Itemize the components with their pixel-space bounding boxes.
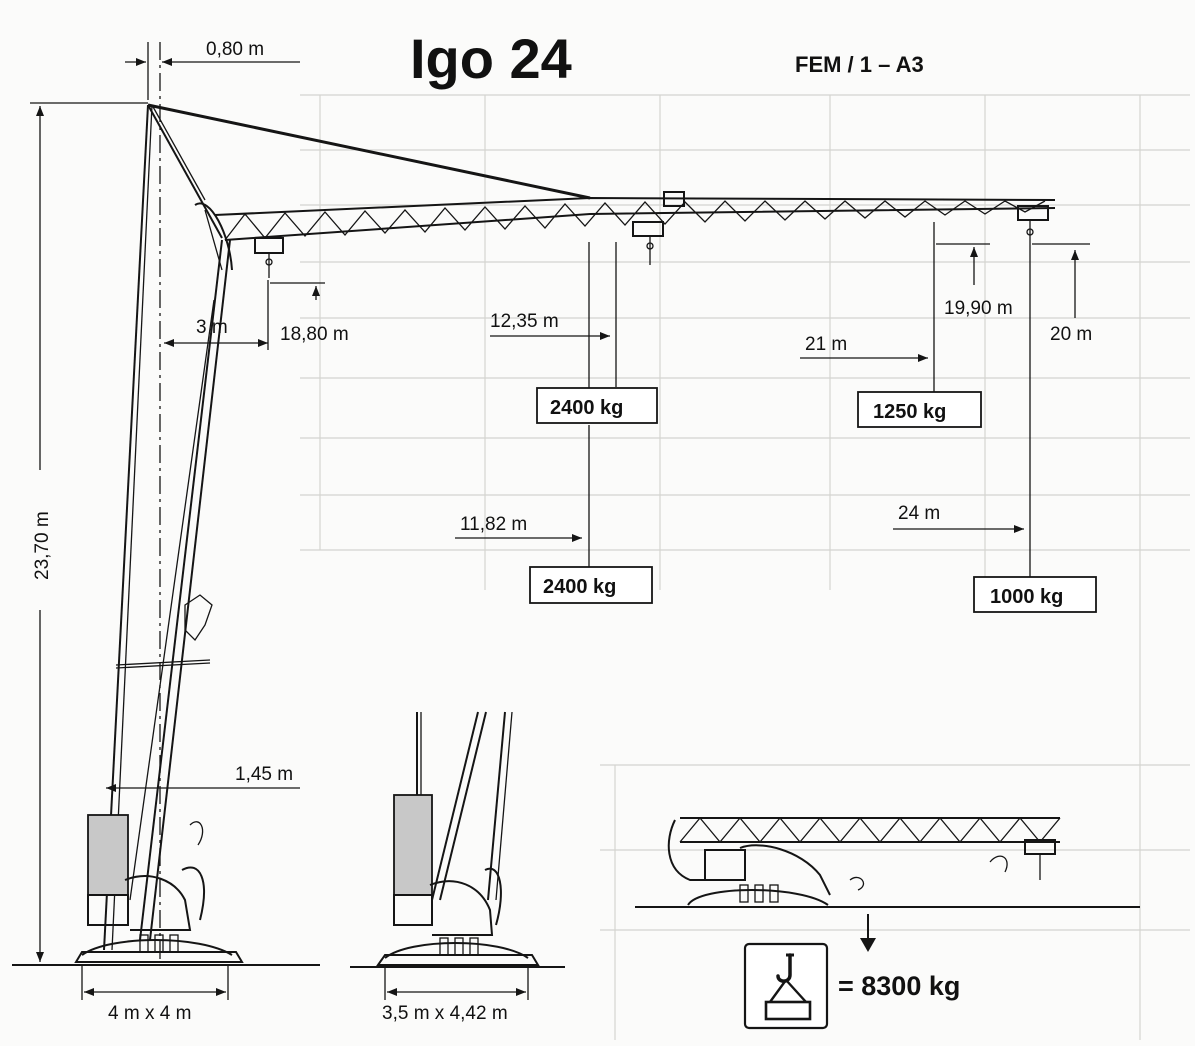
title: Igo 24: [410, 27, 572, 90]
compact-crane: [350, 711, 565, 968]
load-box-4: 1000 kg: [973, 576, 1097, 613]
main-crane: [12, 42, 1056, 966]
dim-hook-height-max: 20 m: [1050, 324, 1092, 345]
load-box-1: 2400 kg: [536, 387, 658, 424]
load-4-label: 1000 kg: [990, 586, 1063, 608]
ballast-block: [87, 814, 129, 896]
load-box-2: 2400 kg: [529, 566, 653, 604]
transport-crane: [635, 816, 1140, 952]
weight-arrow-icon: [860, 914, 876, 952]
background-grid: [300, 94, 1190, 1040]
dim-radius-2: 11,82 m: [460, 514, 527, 535]
dim-hook-height-3: 19,90 m: [944, 298, 1013, 319]
load-box-3: 1250 kg: [857, 391, 982, 428]
dim-radius-4: 24 m: [898, 503, 940, 524]
transport-weight: = 8300 kg: [838, 971, 960, 1001]
dimension-lines: [30, 42, 1090, 1000]
dim-mast-offset: 0,80 m: [206, 39, 264, 60]
dim-base-standard: 4 m x 4 m: [108, 1003, 191, 1024]
classification: FEM / 1 – A3: [795, 52, 924, 77]
dim-total-height: 23,70 m: [32, 511, 53, 580]
load-2-label: 2400 kg: [543, 576, 616, 598]
dim-min-radius: 3 m: [196, 317, 228, 338]
load-1-label: 2400 kg: [550, 397, 623, 419]
hook-icon: [743, 942, 829, 1030]
dim-base-compact: 3,5 m x 4,42 m: [382, 1003, 508, 1024]
dim-radius-1: 12,35 m: [490, 311, 559, 332]
load-3-label: 1250 kg: [873, 401, 946, 423]
dim-hook-height-min: 18,80 m: [280, 324, 349, 345]
dim-radius-3: 21 m: [805, 334, 847, 355]
compact-ballast: [393, 794, 433, 896]
dim-ballast-offset: 1,45 m: [235, 764, 293, 785]
